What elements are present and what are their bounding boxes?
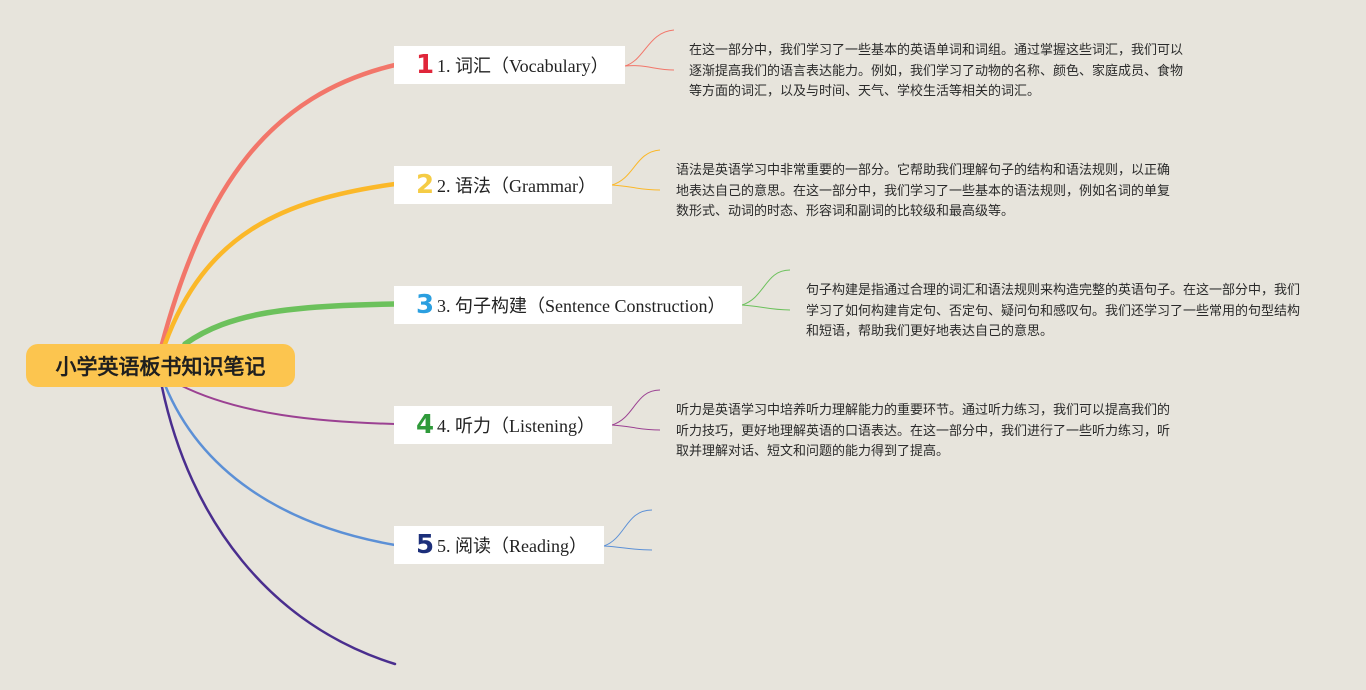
branch-line-listening — [179, 384, 396, 425]
note-grammar[interactable]: 语法是英语学习中非常重要的一部分。它帮助我们理解句子的结构和语法规则，以正确地表… — [676, 163, 1171, 219]
branch-line-empty-topic — [160, 385, 397, 666]
topic-label: 5. 阅读（Reading） — [437, 536, 587, 556]
topic-reading[interactable]: 5 5. 阅读（Reading） — [394, 526, 604, 564]
note-sentence-construction[interactable]: 句子构建是指通过合理的词汇和语法规则来构造完整的英语句子。在这一部分中，我们学习… — [806, 283, 1301, 339]
note-connector-listening — [611, 389, 661, 431]
topic-label: 1. 词汇（Vocabulary） — [437, 56, 609, 76]
branch-line-reading — [163, 383, 397, 547]
topic-label: 2. 语法（Grammar） — [437, 176, 596, 196]
note-connector-sentence — [741, 269, 791, 311]
note-connector-grammar — [611, 149, 661, 191]
note-connector-vocabulary — [624, 29, 675, 71]
topic-label: 4. 听力（Listening） — [437, 416, 595, 436]
number-one-icon: 1 — [415, 50, 435, 80]
topic-sentence-construction[interactable]: 3 3. 句子构建（Sentence Construction） — [394, 286, 742, 324]
note-connector-reading — [603, 509, 653, 551]
topic-label: 3. 句子构建（Sentence Construction） — [437, 296, 726, 316]
number-two-icon: 2 — [415, 170, 435, 200]
topic-grammar[interactable]: 2 2. 语法（Grammar） — [394, 166, 612, 204]
note-vocabulary[interactable]: 在这一部分中，我们学习了一些基本的英语单词和词组。通过掌握这些词汇，我们可以逐渐… — [689, 43, 1184, 99]
central-topic[interactable]: 小学英语板书知识笔记 — [26, 344, 295, 387]
number-three-icon: 3 — [415, 290, 435, 320]
branch-line-grammar — [162, 181, 398, 347]
topic-vocabulary[interactable]: 1 1. 词汇（Vocabulary） — [394, 46, 625, 84]
branch-line-vocabulary — [159, 62, 398, 347]
branch-line-sentence — [182, 301, 398, 347]
note-listening[interactable]: 听力是英语学习中培养听力理解能力的重要环节。通过听力练习，我们可以提高我们的听力… — [676, 403, 1171, 459]
number-four-icon: 4 — [415, 410, 435, 440]
number-five-icon: 5 — [415, 530, 435, 560]
topic-listening[interactable]: 4 4. 听力（Listening） — [394, 406, 612, 444]
